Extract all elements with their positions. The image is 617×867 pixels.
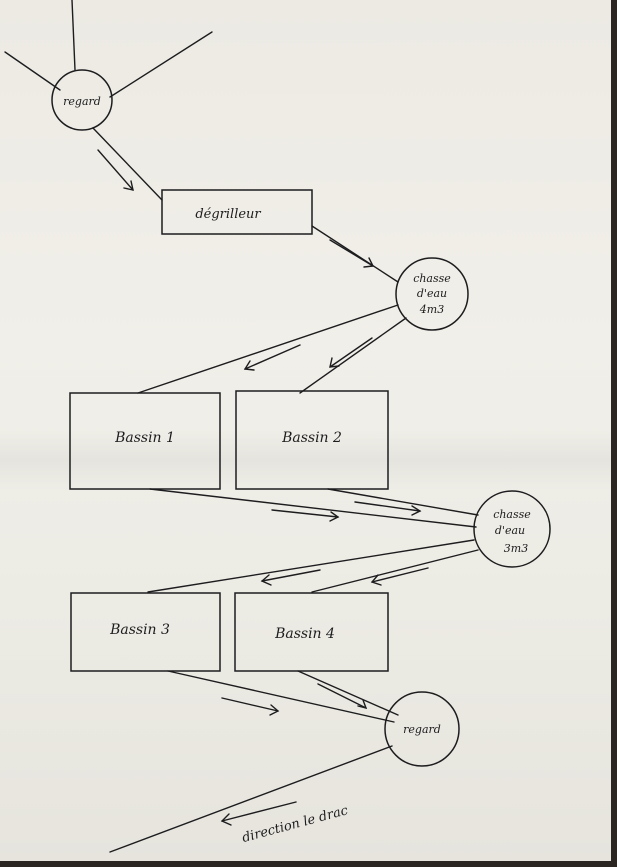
bassin-4-label: Bassin 4 <box>274 626 335 642</box>
paper-fold <box>0 430 617 490</box>
paper-edge-bottom <box>0 861 617 867</box>
edge-chasse1-bassin2 <box>299 317 407 394</box>
bassin-2-label: Bassin 2 <box>281 430 342 446</box>
flow-arrow <box>354 501 422 516</box>
bassin-3-label: Bassin 3 <box>109 622 170 638</box>
bassin-1-node: Bassin 1 <box>69 392 221 490</box>
bassin-2-node: Bassin 2 <box>235 390 389 490</box>
chasse-eau-2-line-3: 3m3 <box>504 542 528 555</box>
flow-arrow <box>329 337 373 368</box>
degrilleur-node: dégrilleur <box>161 189 313 235</box>
bassin-3-box <box>70 592 221 672</box>
edge-bassin2-chasse2 <box>327 488 479 516</box>
flow-arrow <box>271 509 340 522</box>
bassin-3-node: Bassin 3 <box>70 592 221 672</box>
flow-arrow <box>260 569 321 586</box>
flow-arrow <box>317 683 368 710</box>
inlet-line-right <box>109 31 213 98</box>
bassin-4-node: Bassin 4 <box>234 592 389 672</box>
flow-arrow <box>243 344 301 371</box>
bassin-2-box <box>235 390 389 490</box>
chasse-eau-2-node: chasse d'eau 3m3 <box>473 490 551 568</box>
bassin-1-label: Bassin 1 <box>114 430 175 446</box>
chasse-eau-2-circle <box>473 490 551 568</box>
chasse-eau-2-line-2: d'eau <box>495 524 525 537</box>
flow-arrow <box>221 697 280 716</box>
degrilleur-box <box>161 189 313 235</box>
edge-chasse2-bassin3 <box>147 539 475 593</box>
chasse-eau-1-line-1: chasse <box>413 272 451 285</box>
chasse-eau-2-line-1: chasse <box>493 508 531 521</box>
bassin-1-box <box>69 392 221 490</box>
regard-top-node: regard <box>51 69 113 131</box>
edge-chasse1-bassin1 <box>137 304 399 394</box>
edge-regard-outlet <box>109 745 393 853</box>
bassin-4-box <box>234 592 389 672</box>
edge-bassin4-regard <box>297 670 399 716</box>
regard-bottom-node: regard <box>384 691 460 767</box>
inlet-line-left <box>4 51 61 91</box>
flow-arrow <box>97 149 134 191</box>
flow-arrow <box>220 801 297 826</box>
flow-arrow <box>329 239 375 268</box>
outlet-direction-label: direction le drac <box>241 803 351 846</box>
edge-regard-degrilleur <box>92 127 163 201</box>
regard-top-circle <box>51 69 113 131</box>
chasse-eau-1-line-2: d'eau <box>417 287 447 300</box>
edge-bassin1-chasse2 <box>149 488 477 528</box>
regard-bottom-circle <box>384 691 460 767</box>
chasse-eau-1-circle <box>395 257 469 331</box>
chasse-eau-1-node: chasse d'eau 4m3 <box>395 257 469 331</box>
edge-bassin3-regard <box>167 670 395 723</box>
paper-edge-right <box>611 0 617 867</box>
regard-top-label: regard <box>63 95 101 108</box>
degrilleur-label: dégrilleur <box>195 207 261 222</box>
inlet-line-top <box>71 0 76 71</box>
flow-arrow <box>370 567 429 586</box>
edge-degrilleur-chasse1 <box>311 225 399 283</box>
regard-bottom-label: regard <box>403 723 441 736</box>
edge-chasse2-bassin4 <box>311 549 479 593</box>
chasse-eau-1-line-3: 4m3 <box>419 303 444 316</box>
